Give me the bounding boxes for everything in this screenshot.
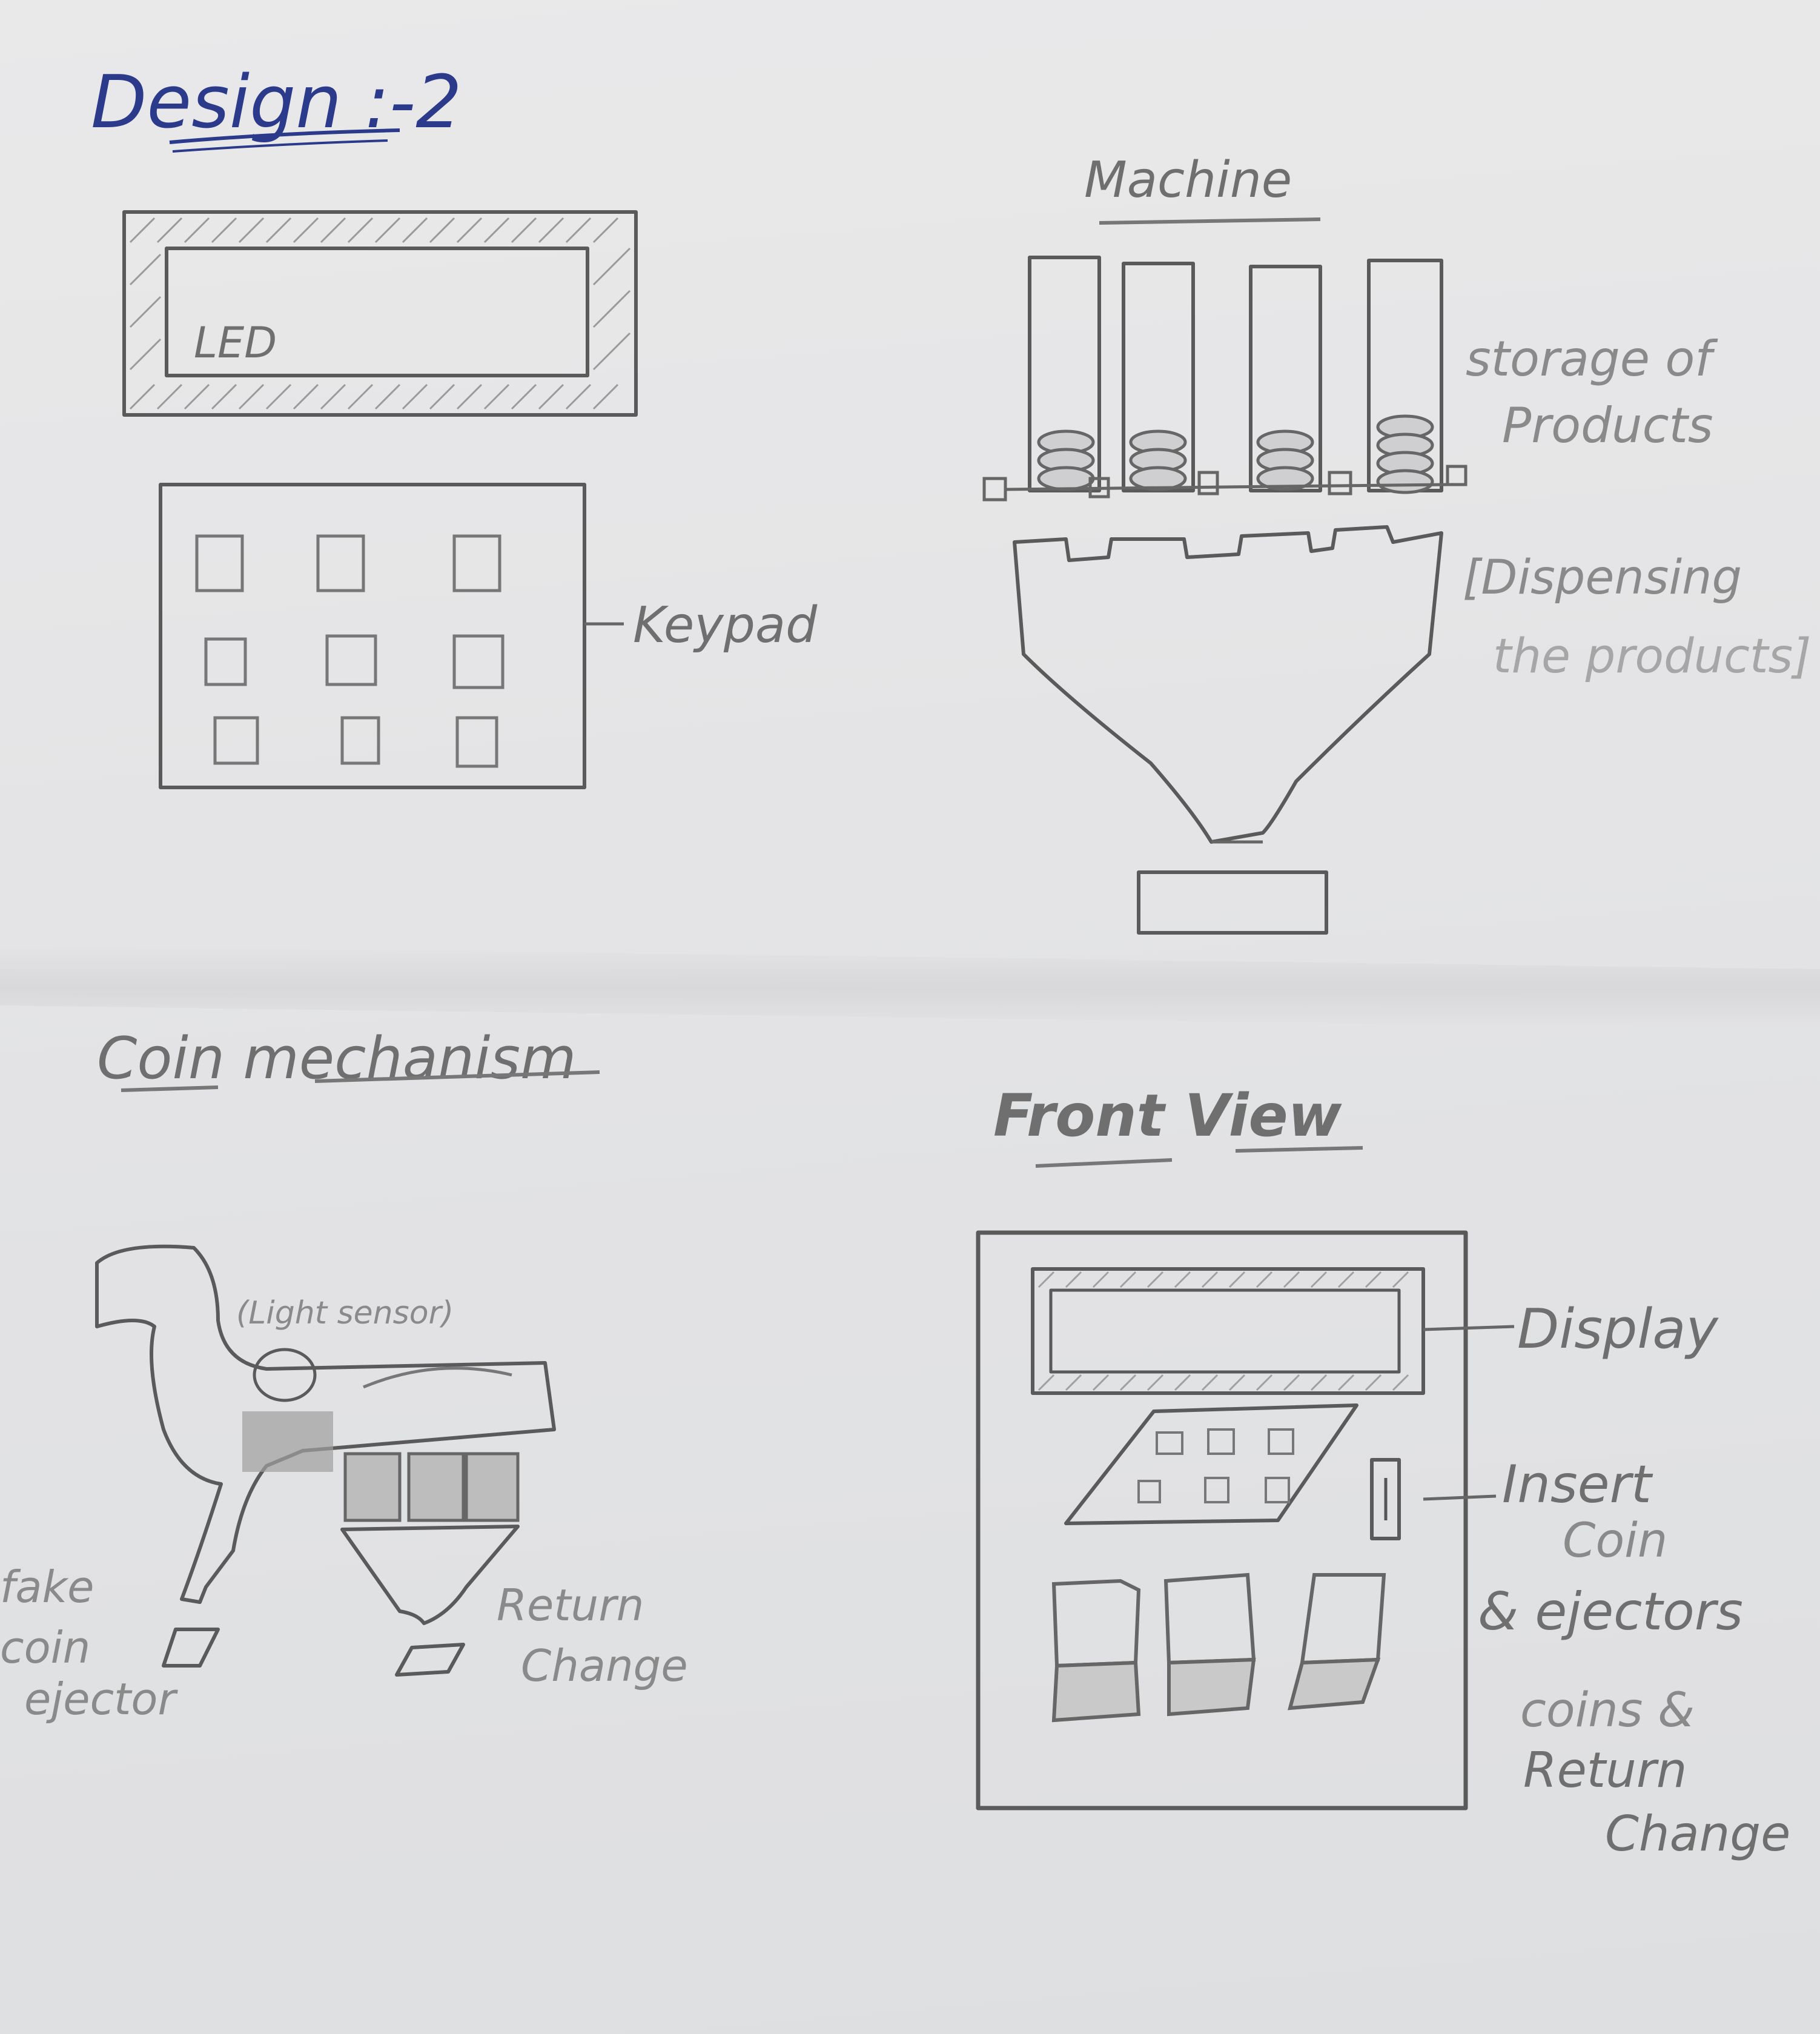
- led-hatching-icon: [129, 217, 631, 410]
- keypad-key-icon: [452, 634, 505, 689]
- title-group: Design :-2: [91, 61, 462, 153]
- front-keypad-icon: [1064, 1403, 1358, 1525]
- ejectors-label-line1: & ejectors: [1478, 1582, 1743, 1642]
- front-view-sketch: Front View: [976, 1082, 1790, 1862]
- keypad-key-icon: [195, 534, 244, 592]
- dispense-gates: [982, 465, 1468, 502]
- machine-heading-underline-icon: [1099, 217, 1321, 225]
- keypad-key-icon: [340, 716, 380, 765]
- fake-coin-label-line3: ejector: [24, 1674, 178, 1724]
- collection-tray-icon: [1137, 870, 1328, 935]
- stacked-products: [1037, 414, 1434, 494]
- return-change-tray-icon: [395, 1643, 465, 1677]
- storage-label-line1: storage of: [1466, 331, 1718, 387]
- front-keypad-keys: [1137, 1428, 1294, 1503]
- ejectors-label-line2: coins &: [1520, 1683, 1695, 1738]
- return-funnel-icon: [340, 1525, 520, 1625]
- machine-front-panel: [976, 1230, 1468, 1810]
- front-display-screen: [1049, 1288, 1401, 1374]
- view-heading-underline-icon: [1235, 1146, 1363, 1153]
- coin-stack: [343, 1452, 520, 1522]
- front-heading-underline-icon: [1035, 1158, 1173, 1168]
- keypad-key-icon: [325, 634, 377, 686]
- dispensing-label-line2: the products]: [1493, 629, 1812, 684]
- title-underline-second-icon: [172, 139, 388, 153]
- ejectors-label-line3: Return: [1523, 1742, 1687, 1798]
- keypad-sketch: Keypad: [159, 483, 818, 789]
- coin-track-brace-icon: [363, 1366, 512, 1389]
- insert-coin-leader-line-icon: [1423, 1494, 1497, 1501]
- storage-label-line2: Products: [1502, 397, 1713, 454]
- dispensing-hopper-icon: [1013, 525, 1443, 844]
- keypad-key-icon: [204, 637, 247, 686]
- coin-slot-icon[interactable]: [1370, 1458, 1401, 1540]
- machine-sketch: Machine storage of: [982, 151, 1812, 935]
- mechanism-heading-underline-icon: [314, 1070, 600, 1083]
- light-sensor-icon: [253, 1348, 317, 1402]
- fake-coin-tray-icon: [162, 1628, 220, 1668]
- sensor-shadow-icon: [242, 1411, 333, 1472]
- light-sensor-label: (Light sensor): [236, 1295, 454, 1331]
- keypad-key-icon: [213, 716, 259, 765]
- fake-coin-label-line1: fake: [0, 1562, 94, 1612]
- ejectors-label-line4: Change: [1605, 1806, 1790, 1862]
- coin-slot-chute-icon: [95, 1244, 556, 1604]
- keypad-key-icon: [452, 534, 501, 592]
- keypad-label: Keypad: [633, 597, 818, 654]
- display-leader-line-icon: [1423, 1325, 1515, 1331]
- front-ejector-bins: [1051, 1572, 1386, 1723]
- machine-heading: Machine: [1084, 151, 1292, 209]
- fake-coin-label-line2: coin: [0, 1622, 90, 1673]
- display-label: Display: [1517, 1297, 1719, 1361]
- dispensing-label-line1: [Dispensing: [1463, 551, 1742, 605]
- insert-coin-label-line1: Insert: [1502, 1454, 1653, 1515]
- coin-mechanism-sketch: Coin mechanism (Light sensor) fake coin …: [0, 1025, 688, 1724]
- coin-heading-underline-icon: [121, 1085, 219, 1092]
- display-hatching-icon: [1037, 1271, 1409, 1391]
- insert-coin-label-line2: Coin: [1563, 1514, 1667, 1568]
- page-title: Design :-2: [91, 61, 462, 145]
- title-underline-icon: [169, 128, 400, 144]
- led-label: LED: [194, 318, 277, 368]
- keypad-key-icon: [455, 716, 498, 768]
- keypad-key-icon: [316, 534, 365, 592]
- front-display-frame: [1031, 1267, 1425, 1395]
- return-change-label-line1: Return: [497, 1580, 644, 1631]
- led-panel: LED: [122, 210, 638, 417]
- return-change-label-line2: Change: [521, 1640, 688, 1691]
- front-view-heading: Front View: [993, 1082, 1342, 1150]
- keypad-keys: [195, 534, 505, 768]
